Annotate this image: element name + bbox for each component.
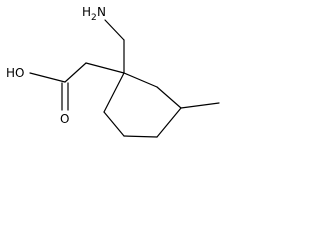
ring-bond-c2-c3 bbox=[156, 86, 182, 109]
amine-label-h: H bbox=[82, 5, 91, 19]
hydroxyl-label: HO bbox=[6, 66, 24, 80]
amine-label-subscript: 2 bbox=[91, 13, 97, 23]
ring-bond-c5-c6 bbox=[103, 111, 125, 137]
aminomethyl-bond-2 bbox=[104, 19, 125, 41]
ring-bond-c4-c5 bbox=[123, 135, 158, 138]
amine-label-n: N bbox=[97, 5, 106, 19]
ch2-bond bbox=[85, 62, 125, 74]
ring-bond-c3-c4 bbox=[156, 107, 182, 138]
c-oh-bond bbox=[29, 72, 66, 83]
ring-bond-c6-c1 bbox=[103, 72, 125, 113]
structure-diagram: H 2 N HO O bbox=[6, 5, 220, 138]
carboxyl-carbon-bond bbox=[64, 62, 87, 83]
ring-bond-c1-c2 bbox=[123, 72, 158, 88]
methyl-bond bbox=[180, 102, 220, 109]
carbonyl-oxygen-label: O bbox=[60, 112, 69, 126]
